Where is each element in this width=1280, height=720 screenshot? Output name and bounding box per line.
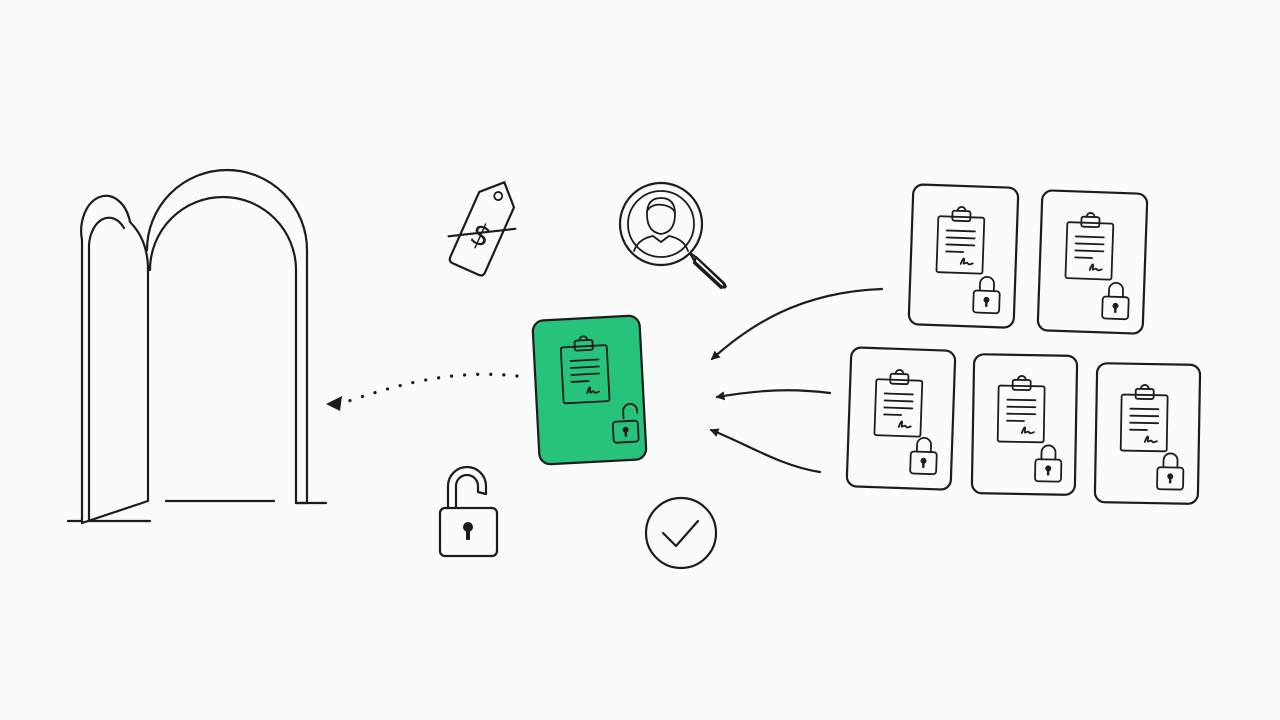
person-search-icon [618,181,727,290]
dotted-arrow-to-door [326,372,519,411]
unlocked-document-card [531,314,648,466]
locked-document-card [1093,362,1202,505]
arrows-from-locked-cards [709,287,884,474]
unlocked-padlock-icon [438,465,499,558]
locked-document-card [1036,189,1149,335]
open-arch-door-icon [66,168,328,525]
open-lock-icon [611,403,640,444]
crossed-price-tag-icon: $ [447,181,517,277]
locked-document-card [907,183,1020,329]
checkmark-circle-icon [644,496,718,570]
locked-document-card [970,353,1079,496]
locked-document-card [845,346,957,491]
